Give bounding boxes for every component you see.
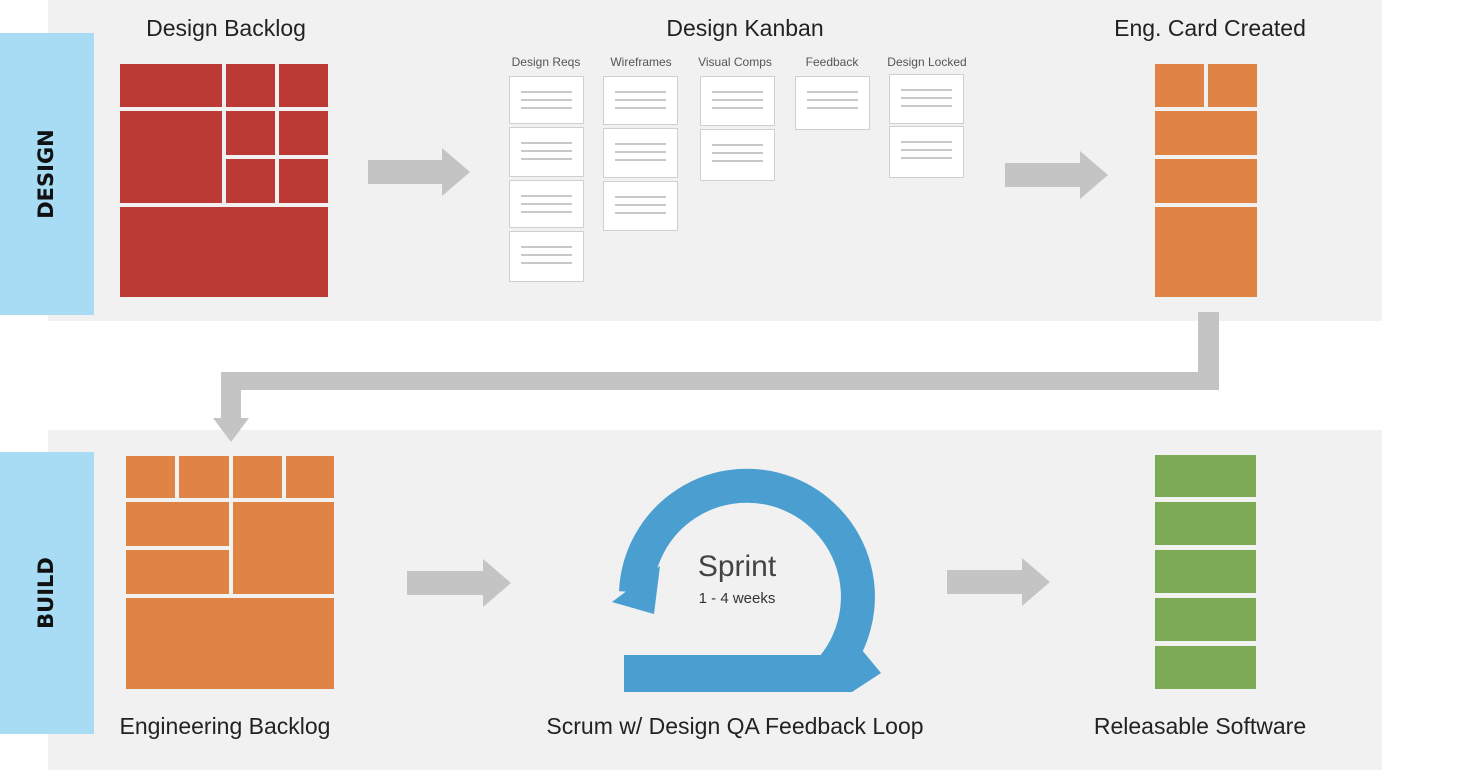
kanban-card (509, 231, 584, 282)
backlog-block (279, 159, 328, 203)
kanban-column-wireframes: Wireframes (610, 55, 672, 69)
kanban-card (795, 76, 870, 130)
eng-card-block (1155, 111, 1257, 155)
backlog-block (279, 111, 328, 155)
kanban-column-design-reqs: Design Reqs (511, 55, 581, 69)
eng-backlog-block (126, 598, 334, 689)
release-block (1155, 550, 1256, 593)
kanban-column-visual-comps: Visual Comps (698, 55, 772, 69)
kanban-card (889, 74, 964, 124)
design-backlog-title: Design Backlog (146, 15, 306, 41)
sprint-loop-icon (612, 468, 881, 692)
kanban-card (700, 129, 775, 181)
kanban-card (700, 76, 775, 126)
eng-backlog-block (233, 502, 334, 594)
kanban-card (509, 127, 584, 177)
release-block (1155, 502, 1256, 545)
eng-card-block (1155, 159, 1257, 203)
arrow-kanban-to-eng-card-icon (1005, 151, 1108, 199)
eng-card-block (1155, 64, 1204, 107)
release-block (1155, 646, 1256, 689)
eng-backlog-block (126, 456, 175, 498)
build-section-tab (0, 452, 94, 734)
kanban-card (603, 181, 678, 231)
eng-backlog-block (233, 456, 282, 498)
kanban-column-design-locked: Design Locked (887, 55, 967, 69)
kanban-card (603, 128, 678, 178)
backlog-block (279, 64, 328, 107)
eng-card-block (1155, 207, 1257, 297)
design-kanban-title: Design Kanban (666, 15, 824, 41)
kanban-card (603, 76, 678, 125)
backlog-block (226, 64, 275, 107)
kanban-column-feedback: Feedback (805, 55, 859, 69)
backlog-block (120, 64, 222, 107)
sprint-duration-label: 1 - 4 weeks (698, 590, 776, 607)
kanban-card (509, 180, 584, 228)
scrum-title: Scrum w/ Design QA Feedback Loop (546, 713, 924, 739)
release-block (1155, 455, 1256, 497)
arrow-backlog-to-kanban-icon (368, 148, 470, 196)
eng-backlog-block (126, 550, 229, 594)
connector-arrow-icon (213, 312, 1219, 442)
kanban-card (509, 76, 584, 124)
release-block (1155, 598, 1256, 641)
backlog-block (120, 207, 328, 297)
arrow-scrum-to-release-icon (947, 558, 1050, 606)
eng-card-created-title: Eng. Card Created (1114, 15, 1306, 41)
eng-backlog-block (179, 456, 229, 498)
eng-backlog-block (286, 456, 334, 498)
kanban-card (889, 126, 964, 178)
arrow-eng-backlog-to-scrum-icon (407, 559, 511, 607)
sprint-label: Sprint (697, 550, 777, 583)
eng-card-block (1208, 64, 1257, 107)
backlog-block (226, 111, 275, 155)
backlog-block (226, 159, 275, 203)
engineering-backlog-title: Engineering Backlog (119, 713, 331, 739)
design-section-tab (0, 33, 94, 315)
releasable-software-title: Releasable Software (1093, 713, 1307, 739)
eng-backlog-block (126, 502, 229, 546)
backlog-block (120, 111, 222, 203)
